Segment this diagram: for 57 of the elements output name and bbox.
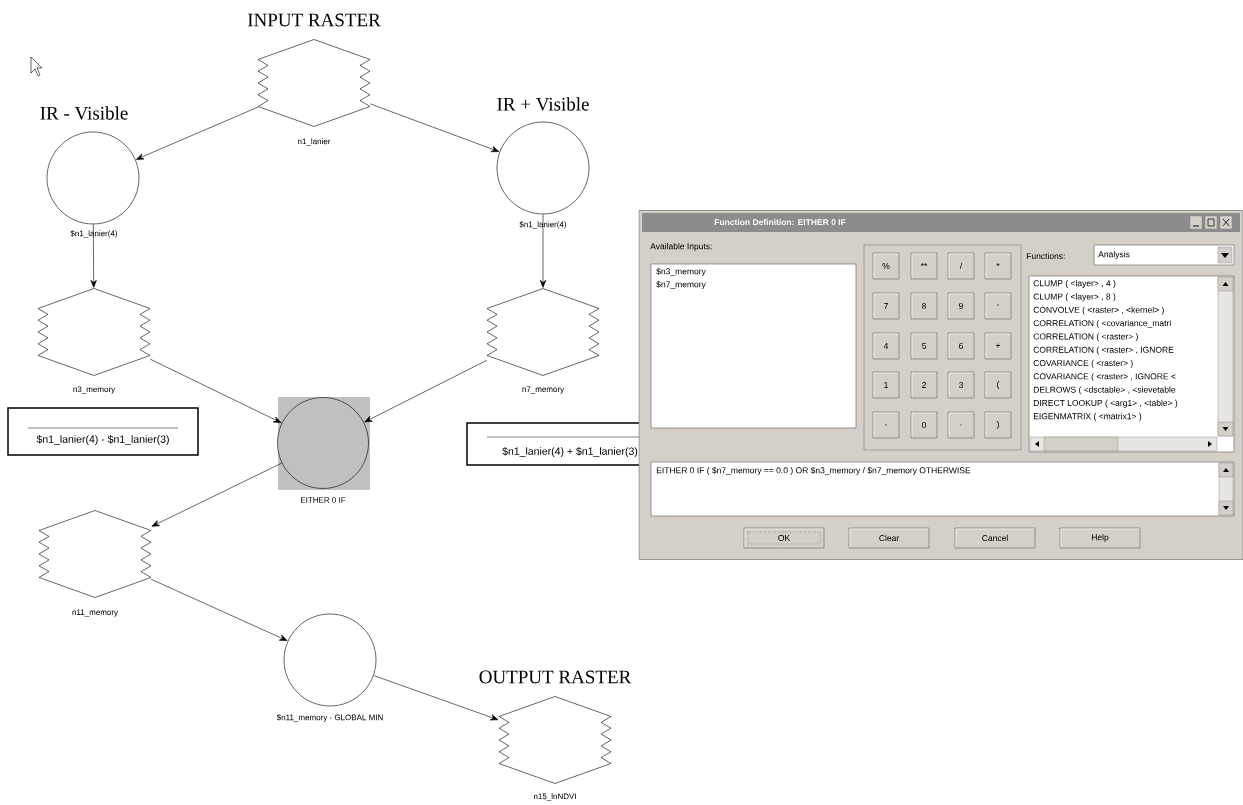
- keypad-button: 4: [872, 332, 900, 360]
- dropdown-field: Analysis: [1093, 244, 1235, 266]
- list-item: COVARIANCE ( <raster> ): [1033, 359, 1133, 368]
- list-item: CLUMP ( <layer> , 4 ): [1033, 280, 1116, 288]
- keypad-button: (: [984, 371, 1012, 399]
- keypad-button: +: [984, 332, 1012, 360]
- keypad-button: ,: [872, 411, 900, 439]
- arrow: [151, 462, 283, 527]
- list-item: COVARIANCE ( <raster> , IGNORE <: [1033, 373, 1176, 382]
- keypad-button: /: [947, 252, 975, 280]
- keypad-button: .: [947, 411, 975, 439]
- node-label: IR - Visible: [40, 106, 128, 120]
- dialog-button: Help: [1059, 527, 1141, 549]
- node-label: IR + Visible: [497, 97, 589, 111]
- keypad-button: 1: [872, 371, 900, 399]
- dialog-button: Clear: [848, 527, 930, 549]
- keypad-button: %: [872, 252, 900, 280]
- node-label: $n1_lanier(4): [519, 221, 567, 229]
- list-item: CONVOLVE ( <raster> , <kernel> ): [1033, 306, 1164, 315]
- arrow: [373, 675, 499, 721]
- keypad-button: ): [984, 411, 1012, 439]
- arrow: [136, 106, 259, 160]
- keypad-button: 3: [947, 371, 975, 399]
- list-item: CLUMP ( <layer> , 8 ): [1033, 293, 1116, 302]
- keypad-button: 8: [910, 292, 938, 320]
- list-item: $n3_memory: [656, 267, 706, 276]
- list-item: CORRELATION ( <raster> ): [1033, 333, 1138, 342]
- arrow: [539, 214, 547, 288]
- keypad-button: *: [984, 252, 1012, 280]
- node-label: $n1_lanier(4): [70, 230, 118, 238]
- list-item: CORRELATION ( <raster> , IGNORE: [1033, 346, 1174, 355]
- keypad-button: **: [910, 252, 938, 280]
- arrow: [364, 359, 488, 423]
- dialog-button: OK: [743, 527, 825, 549]
- keypad-button: 7: [872, 292, 900, 320]
- keypad-button: -: [984, 292, 1012, 320]
- list-item: EIGENMATRIX ( <matrix1> ): [1033, 413, 1142, 421]
- field-label: Functions:: [1026, 252, 1065, 260]
- list-item: DELROWS ( <dsctable> , <sievetable: [1033, 386, 1176, 395]
- arrow: [150, 579, 288, 641]
- list-item: CORRELATION ( <covariance_matri: [1033, 319, 1171, 328]
- arrow: [369, 103, 500, 153]
- expression-field: EITHER 0 IF ( $n7_memory == 0.0 ) OR $n3_memory / $n7_memory OTHERWISE: [650, 461, 1235, 517]
- node-label: EITHER 0 IF: [301, 497, 346, 503]
- keypad-button: 6: [947, 332, 975, 360]
- list-item: $n7_memory: [656, 280, 706, 289]
- arrow: [90, 224, 97, 288]
- arrow: [149, 358, 282, 423]
- formula-box: $n1_lanier(4) - $n1_lanier(3): [7, 407, 199, 456]
- keypad-button: 0: [910, 411, 938, 439]
- keypad-button: 2: [910, 371, 938, 399]
- keypad-button: 5: [910, 332, 938, 360]
- node-label: $n11_memory - GLOBAL MIN: [276, 714, 383, 722]
- keypad-button: 9: [947, 292, 975, 320]
- field-label: Available Inputs:: [650, 243, 712, 251]
- dialog-button: Cancel: [954, 527, 1036, 549]
- list-item: DIRECT LOOKUP ( <arg1> , <table> ): [1033, 399, 1178, 408]
